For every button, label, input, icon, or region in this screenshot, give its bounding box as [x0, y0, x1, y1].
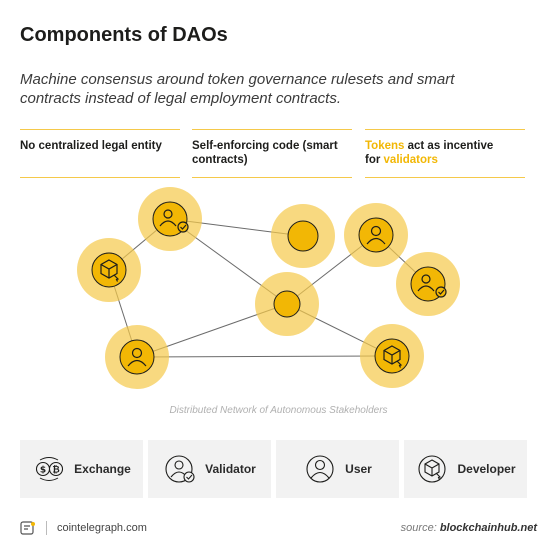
highlight-tokens: Tokens — [365, 140, 405, 152]
page-subtitle: Machine consensus around token governanc… — [20, 71, 455, 107]
footer-brand: cointelegraph.com — [20, 521, 147, 535]
highlight-validators: validators — [383, 154, 438, 166]
legend-label: User — [345, 462, 372, 476]
validator-icon — [417, 274, 447, 298]
node-validator-top — [138, 187, 202, 251]
column-tokens: Tokens act as incentive for validators — [365, 129, 525, 178]
node-plain-top — [271, 204, 335, 268]
column-text: No centralized legal entity — [20, 140, 162, 152]
node-developer-bottom-right — [360, 324, 424, 388]
footer-separator — [46, 521, 47, 535]
node-validator-right — [396, 252, 460, 316]
developer-icon — [100, 259, 120, 282]
developer-icon — [418, 455, 447, 483]
column-text: act as incentive — [404, 140, 494, 152]
developer-icon — [383, 345, 403, 368]
svg-text:$: $ — [40, 466, 46, 476]
node-center — [255, 272, 319, 336]
column-text: for — [365, 154, 384, 166]
svg-text:₿: ₿ — [52, 465, 59, 476]
user-icon — [366, 225, 386, 245]
legend-item-validator: Validator — [148, 440, 271, 498]
footer-brand-text: cointelegraph.com — [57, 522, 147, 534]
legend-item-exchange: $ ₿ Exchange — [20, 440, 143, 498]
validator-icon — [165, 455, 195, 483]
source-site: blockchainhub.net — [439, 522, 537, 534]
legend-item-user: User — [276, 440, 399, 498]
node-user-top-right — [344, 203, 408, 267]
exchange-icon: $ ₿ — [36, 457, 64, 481]
diagram-caption: Distributed Network of Autonomous Stakeh… — [169, 405, 388, 416]
column-text: Self-enforcing code (smart contracts) — [192, 140, 338, 166]
edge — [136, 355, 393, 358]
page-title: Components of DAOs — [20, 24, 228, 46]
legend-label: Exchange — [74, 462, 131, 476]
node-user-bottom-left — [105, 325, 169, 389]
user-icon — [306, 455, 334, 483]
validator-icon — [159, 209, 189, 233]
legend-label: Developer — [457, 462, 516, 476]
source-label: source: — [400, 522, 440, 534]
cointelegraph-logo-icon — [20, 521, 35, 535]
user-icon — [127, 347, 147, 367]
footer-source: source: blockchainhub.net — [401, 522, 537, 534]
node-developer-left — [77, 238, 141, 302]
network-diagram — [77, 187, 460, 389]
legend-label: Validator — [205, 462, 256, 476]
column-legal-entity: No centralized legal entity — [20, 129, 180, 178]
legend-item-developer: Developer — [404, 440, 527, 498]
column-smart-contracts: Self-enforcing code (smart contracts) — [192, 129, 352, 178]
